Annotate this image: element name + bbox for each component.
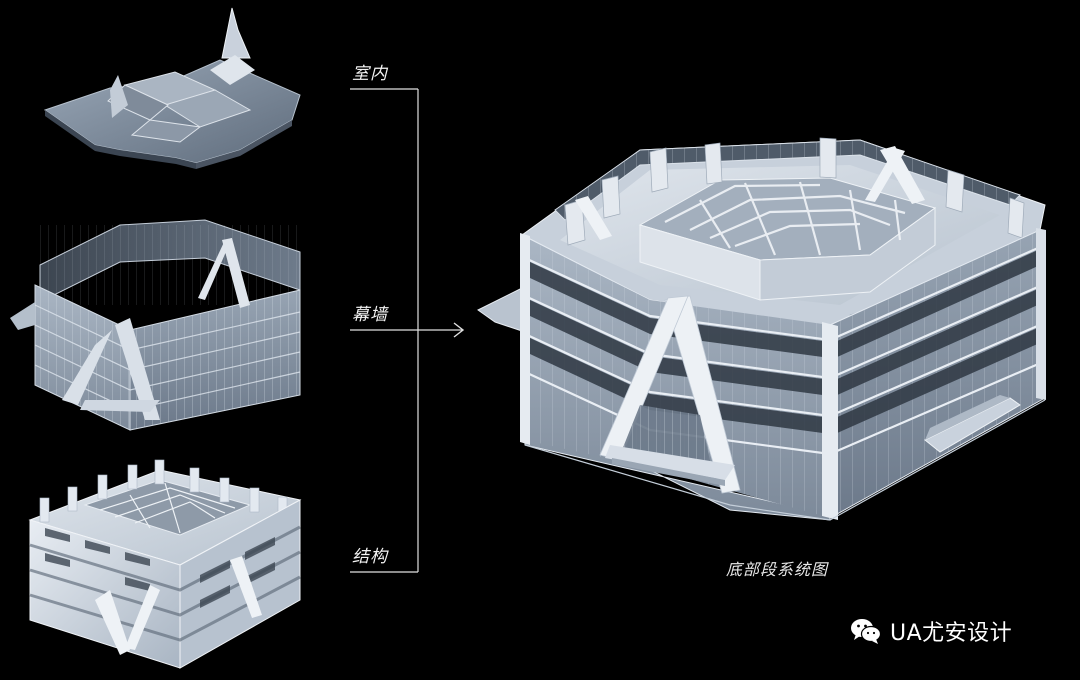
watermark: UA尤安设计 <box>850 615 1012 647</box>
arrow-right-icon <box>453 322 465 338</box>
layer-bracket <box>350 88 462 573</box>
label-interior: 室内 <box>352 64 388 84</box>
diagram-caption: 底部段系统图 <box>726 560 829 579</box>
label-structure: 结构 <box>352 547 388 567</box>
label-curtain-wall: 幕墙 <box>352 305 388 325</box>
combined-building-model <box>477 137 1046 521</box>
wechat-icon <box>851 619 882 644</box>
watermark-text: UA尤安设计 <box>890 621 1013 646</box>
interior-layer-model <box>43 7 301 169</box>
structure-layer-model <box>28 459 302 669</box>
curtain-wall-layer-model <box>10 219 301 431</box>
